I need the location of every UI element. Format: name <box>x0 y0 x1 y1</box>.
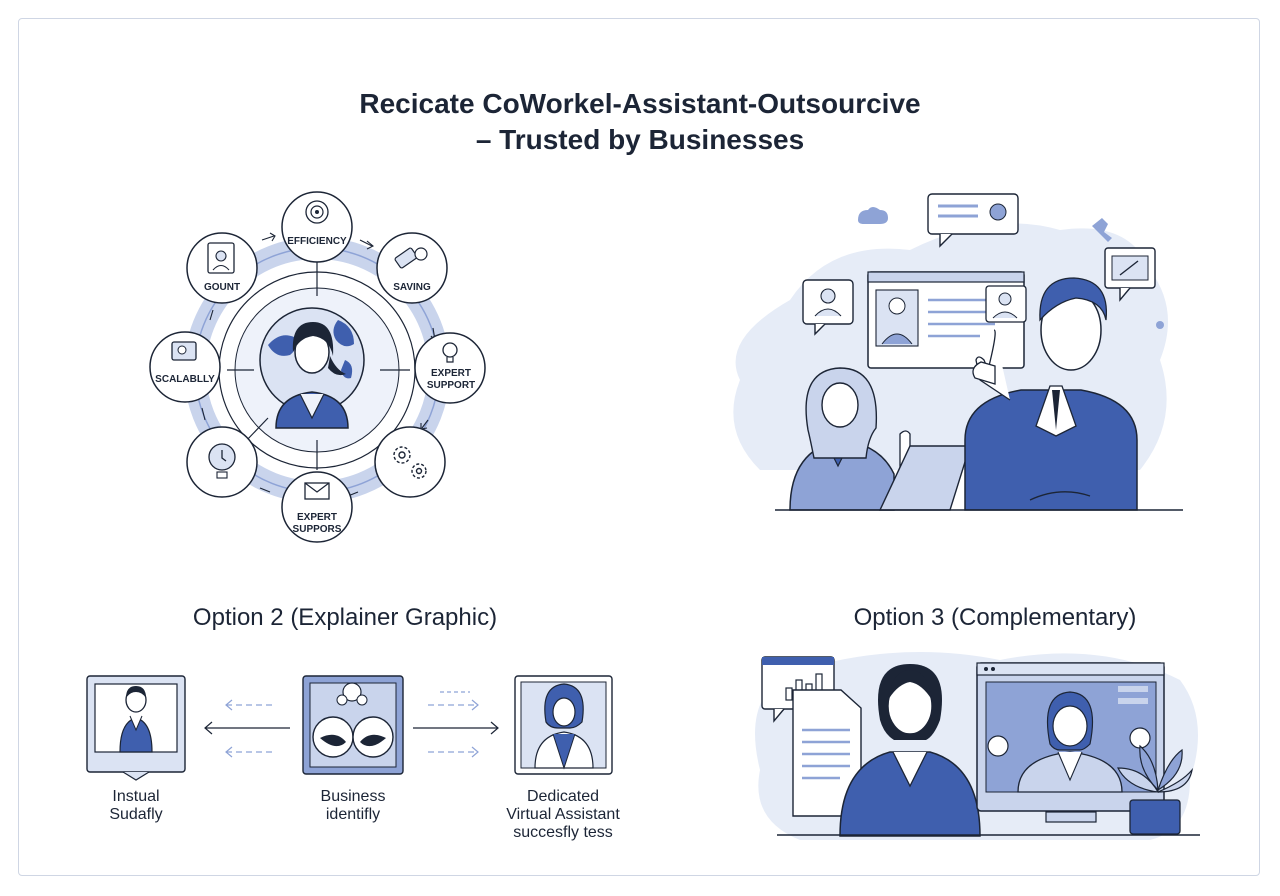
money-icon <box>394 247 428 269</box>
option2-title: Option 2 (Explainer Graphic) <box>192 604 498 631</box>
woman-figure <box>789 367 911 511</box>
flow-arrows-right <box>413 691 499 758</box>
woman-assistant-figure <box>839 664 981 837</box>
page-title-line-2: – Trusted by Businesses <box>475 124 805 155</box>
cycle-spokes <box>227 262 410 470</box>
cycle-label-gount: GOUNT <box>203 282 241 293</box>
globe-person-icon <box>259 307 365 429</box>
option3-title: Option 3 (Complementary) <box>853 604 1137 631</box>
flow-caption-left-2: Sudafly <box>109 806 163 823</box>
cycle-label-efficiency: EFFICIENCY <box>287 236 347 247</box>
cycle-node-gount <box>186 232 258 304</box>
presentation-screen <box>867 271 1027 369</box>
gears-icon <box>393 446 427 479</box>
cycle-node-efficiency <box>281 191 353 263</box>
cycle-node-bulb <box>186 426 258 498</box>
document-icon <box>792 689 862 817</box>
cycle-node-gears <box>374 426 446 498</box>
cycle-label-expert-support: EXPERT SUPPORT <box>426 368 476 391</box>
man-figure <box>964 277 1138 511</box>
page-frame <box>18 18 1260 876</box>
flow-caption-mid-1: Business <box>320 788 386 805</box>
target-icon <box>305 200 329 224</box>
flow-caption-right-1: Dedicated <box>526 788 600 805</box>
page-title-line-1: Recicate CoWorkel-Assistant-Outsourcive <box>359 88 921 119</box>
flow-card-left <box>86 675 186 781</box>
flow-caption-right-2: Virtual Assistant <box>506 806 620 823</box>
flow-arrows-left <box>204 699 290 758</box>
chat-bubble-top <box>927 193 1019 248</box>
monitor-icon <box>171 341 197 361</box>
image-bubble-right <box>1104 247 1156 302</box>
profile-bubble-left <box>802 279 854 336</box>
plant-icon <box>1117 744 1193 835</box>
cycle-label-expert-suppors: EXPERT SUPPORS <box>292 512 342 535</box>
decorations <box>858 207 1164 329</box>
flow-card-right <box>514 675 613 775</box>
flow-caption-left-1: Instual <box>112 788 160 805</box>
cycle-node-expert-suppors <box>281 471 353 543</box>
flow-caption-right-3: succesfly tess <box>513 824 613 841</box>
bulb-icon <box>208 443 236 479</box>
lightbulb-gear-icon <box>442 342 458 363</box>
envelope-icon <box>304 482 330 500</box>
cycle-label-saving: SAVING <box>393 282 431 293</box>
cycle-label-scalablly: SCALABLLY <box>155 374 215 385</box>
flow-caption-mid-2: identifly <box>325 806 381 823</box>
flow-card-middle <box>302 675 404 775</box>
profile-icon <box>207 242 235 274</box>
cycle-node-scalablly <box>149 331 221 403</box>
cycle-node-expert-support <box>414 332 486 404</box>
cycle-node-saving <box>376 232 448 304</box>
video-call-monitor <box>976 662 1165 823</box>
